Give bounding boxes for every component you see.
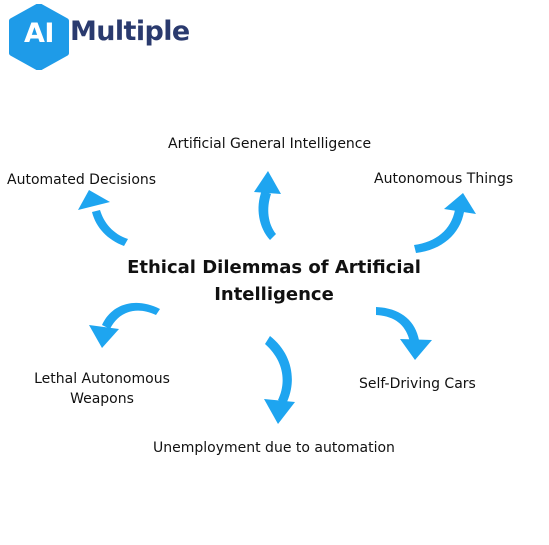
logo-wordmark: Multiple (70, 16, 190, 47)
node-self-driving-cars: Self-Driving Cars (359, 376, 476, 392)
arrow-unemployment-icon (264, 336, 295, 424)
node-lethal-weapons: Lethal Autonomous Weapons (22, 369, 182, 409)
central-topic-line-1: Ethical Dilemmas of Artificial (127, 257, 421, 278)
logo-badge-text: AI (24, 18, 54, 49)
node-unemployment: Unemployment due to automation (153, 440, 395, 456)
central-topic-line-2: Intelligence (214, 284, 334, 305)
arrow-agi-icon (254, 171, 281, 240)
node-lethal-weapons-line-1: Lethal Autonomous (34, 371, 170, 387)
node-lethal-weapons-line-2: Weapons (70, 391, 134, 407)
node-automated-decisions: Automated Decisions (7, 172, 157, 188)
aimultiple-logo: AI Multiple (6, 4, 206, 70)
node-agi: Artificial General Intelligence (168, 136, 372, 152)
central-topic: Ethical Dilemmas of Artificial Intellige… (104, 254, 444, 308)
logo-badge-icon (9, 4, 69, 70)
node-autonomous-things: Autonomous Things (374, 171, 514, 187)
arrow-lethal-weapons-icon (89, 302, 160, 348)
arrow-autonomous-things-icon (414, 193, 476, 253)
arrow-self-driving-icon (376, 307, 432, 360)
arrow-automated-decisions-icon (78, 190, 128, 246)
